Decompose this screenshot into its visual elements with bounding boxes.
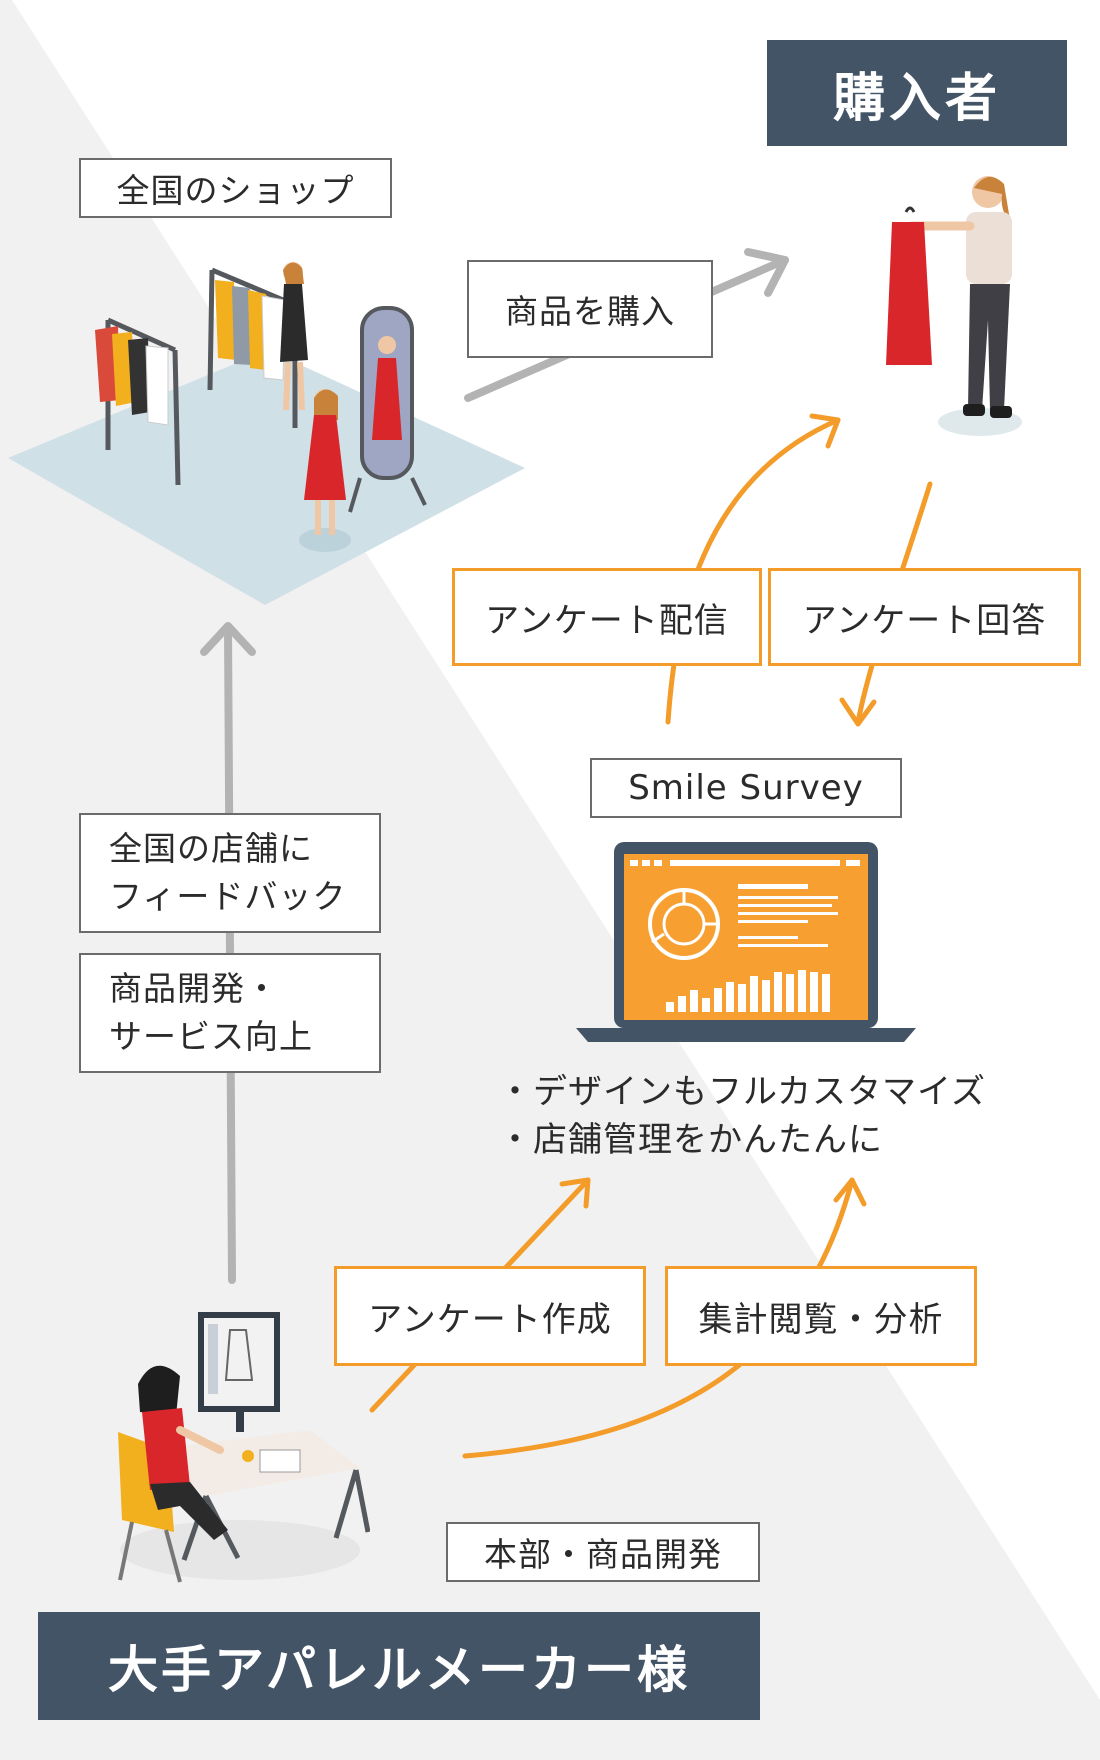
shops-label: 全国のショップ (79, 158, 392, 218)
shopper-red-dress (299, 389, 351, 552)
improve-label: 商品開発・ サービス向上 (79, 953, 381, 1073)
product-name-label: Smile Survey (590, 758, 902, 818)
client-title: 大手アパレルメーカー様 (38, 1612, 760, 1720)
feedback-label: 全国の店舗に フィードバック (79, 813, 381, 933)
purchase-label: 商品を購入 (467, 260, 713, 358)
mirror (348, 306, 427, 513)
feature-item: ・店舗管理をかんたんに (498, 1120, 883, 1160)
laptop-survey-illustration (576, 842, 916, 1042)
survey-answer-label: アンケート回答 (768, 568, 1081, 666)
feedback-label-line2: フィードバック (109, 877, 347, 916)
survey-distribute-label: アンケート配信 (452, 568, 762, 666)
aggregate-arrow (462, 1177, 867, 1459)
clothes-rack-middle (207, 267, 298, 428)
designer-desk-illustration (118, 1312, 370, 1583)
survey-create-label: アンケート作成 (334, 1266, 646, 1366)
improve-label-line1: 商品開発・ (109, 969, 279, 1009)
aggregate-label: 集計閲覧・分析 (665, 1266, 977, 1366)
improve-label-line2: サービス向上 (109, 1017, 313, 1056)
feature-item: ・デザインもフルカスタマイズ (498, 1072, 986, 1112)
shop-illustration (8, 262, 525, 605)
shopper-woman (280, 262, 308, 411)
buyer-title: 購入者 (767, 40, 1067, 146)
clothes-rack-left (95, 317, 181, 486)
buyer-illustration (886, 176, 1022, 436)
feature-list: ・デザインもフルカスタマイズ ・店舗管理をかんたんに (498, 1068, 986, 1164)
feedback-label-line1: 全国の店舗に (109, 829, 313, 869)
distribute-arrow (665, 413, 841, 725)
hq-label: 本部・商品開発 (446, 1522, 760, 1582)
